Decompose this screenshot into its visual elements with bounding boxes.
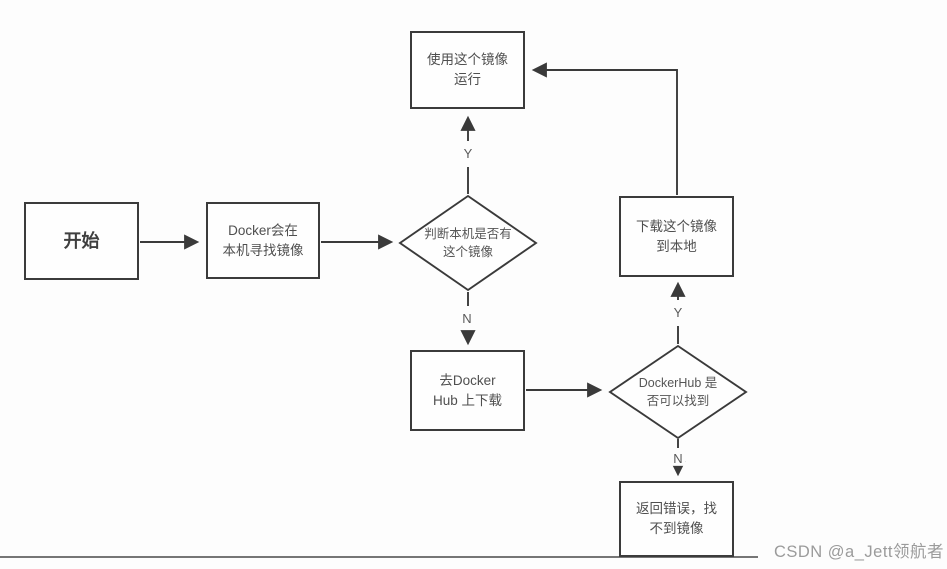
edge-download-runimage <box>531 62 678 195</box>
decision-hub-label: DockerHub 是 否可以找到 <box>638 375 718 408</box>
csdn-watermark: CSDN @a_Jett领航者 <box>773 543 944 561</box>
node-find-local: Docker会在 本机寻找镜像 <box>206 202 320 279</box>
node-run-image: 使用这个镜像 运行 <box>410 31 525 109</box>
node-download: 下载这个镜像 到本地 <box>619 196 734 277</box>
diamond-shape <box>398 194 538 292</box>
decision-local-has-image: 判断本机是否有 这个镜像 <box>398 194 538 292</box>
edge-label-hub-no: N <box>670 451 686 467</box>
node-error: 返回错误，找 不到镜像 <box>619 481 734 557</box>
decision-hub-found: DockerHub 是 否可以找到 <box>608 344 748 440</box>
edge-label-local-yes: Y <box>460 146 476 162</box>
diamond-shape <box>608 344 748 440</box>
node-goto-hub: 去Docker Hub 上下载 <box>410 350 525 431</box>
node-start: 开始 <box>24 202 139 280</box>
decision-local-label: 判断本机是否有 这个镜像 <box>424 226 512 259</box>
edge-label-local-no: N <box>459 311 475 327</box>
edge-label-hub-yes: Y <box>670 305 686 321</box>
